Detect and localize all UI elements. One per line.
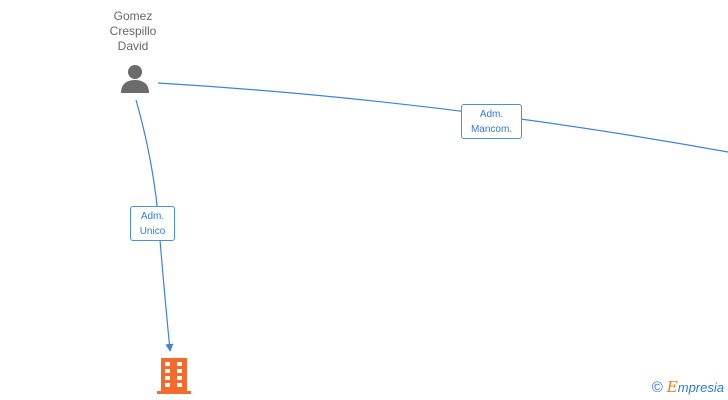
edge-label-adm-unico[interactable]: Adm. Unico (130, 206, 175, 241)
edge-line-adm-mancom (157, 82, 728, 153)
copyright-icon: © (651, 378, 663, 396)
building-icon[interactable] (157, 358, 191, 394)
brand-logo: Empresia (666, 378, 724, 396)
edge-label-adm-mancom[interactable]: Adm. Mancom. (461, 104, 522, 139)
person-node-name[interactable]: Gomez Crespillo David (109, 9, 157, 53)
empresia-watermark: © Empresia (652, 378, 724, 396)
person-icon[interactable] (119, 63, 151, 95)
